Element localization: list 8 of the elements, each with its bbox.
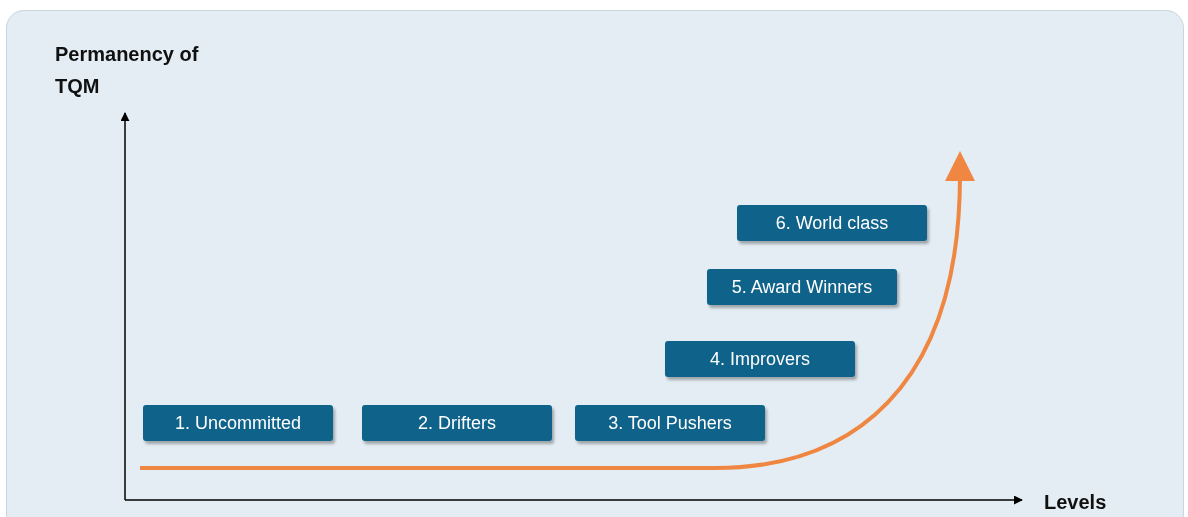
x-axis-label: Levels bbox=[1044, 490, 1108, 514]
level-box: 2. Drifters bbox=[362, 405, 552, 441]
level-box: 4. Improvers bbox=[665, 341, 855, 377]
level-box: 5. Award Winners bbox=[707, 269, 897, 305]
level-box: 3. Tool Pushers bbox=[575, 405, 765, 441]
y-axis-label: Permanency of TQM bbox=[55, 42, 200, 99]
level-box: 6. World class bbox=[737, 205, 927, 241]
level-box: 1. Uncommitted bbox=[143, 405, 333, 441]
